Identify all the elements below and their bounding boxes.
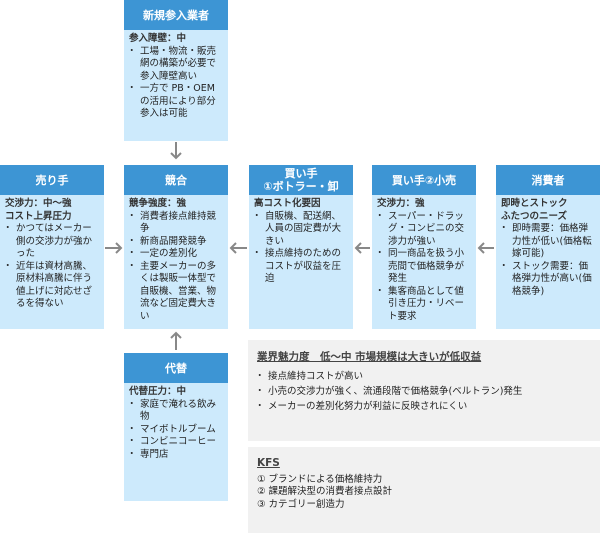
kfs-item: ② 課題解決型の消費者接点設計 [257,486,393,497]
arrow-down [170,142,182,160]
list-item: メーカーの差別化努力が利益に反映されにくい [255,399,591,414]
list-item: 接点維持コストが高い [255,369,591,384]
buyer2-subtitle: 交渉力：強 [377,198,425,209]
substitutes-title: 代替 [124,353,228,383]
list-item: ストック需要：価格弾力性が高い(価格競争) [499,261,595,299]
substitutes-box: 代替 代替圧力：中 家庭で淹れる飲み物マイボトルブームコンビニコーヒー専門店 [124,353,228,501]
arrow-left [354,242,370,254]
consumer-subtitle: 即時とストック ふたつのニーズ [501,198,568,222]
rivalry-title: 競合 [124,165,228,195]
attractiveness-title: 業界魅力度 低～中 市場規模は大きいが低収益 [257,351,482,363]
list-item: 主要メーカーの多くは製販一体型で自販機、営業、物流など固定費大きい [127,261,223,324]
attractiveness-panel: 業界魅力度 低～中 市場規模は大きいが低収益 接点維持コストが高い小売の交渉力が… [248,340,600,441]
list-item: 新商品開発競争 [127,236,223,249]
list-item: マイボトルブーム [127,424,223,437]
list-item: 一定の差別化 [127,248,223,261]
arrow-left [229,242,247,254]
new-entrants-box: 新規参入業者 参入障壁：中 工場・物流・販売網の構築が必要で参入障壁高い一方で … [124,0,228,141]
new-entrants-title: 新規参入業者 [124,0,228,30]
buyer1-title-line2: ①ボトラー・卸 [263,180,339,193]
list-item: 集客商品として値引き圧力・リベート要求 [375,286,471,324]
kfs-panel: KFS ① ブランドによる価格維持力 ② 課題解決型の消費者接点設計 ③ カテゴ… [248,447,600,533]
arrow-right [105,242,123,254]
list-item: 一方で PB・OEMの活用により部分参入は可能 [127,83,223,121]
new-entrants-subtitle: 参入障壁：中 [129,33,187,44]
list-item: スーパー・ドラッグ・コンビニの交渉力が強い [375,211,471,249]
buyer1-title-line1: 買い手 [284,167,318,180]
substitutes-subtitle: 代替圧力：中 [129,386,187,397]
suppliers-title: 売り手 [0,165,104,195]
kfs-title: KFS [257,457,280,469]
rivalry-subtitle: 競争強度：強 [129,198,187,209]
buyer2-box: 買い手②小売 交渉力：強 スーパー・ドラッグ・コンビニの交渉力が強い同一商品を扱… [372,165,476,329]
list-item: 家庭で淹れる飲み物 [127,399,223,424]
list-item: コンビニコーヒー [127,436,223,449]
rivalry-box: 競合 競争強度：強 消費者接点維持競争新商品開発競争一定の差別化主要メーカーの多… [124,165,228,329]
consumer-box: 消費者 即時とストック ふたつのニーズ 即時需要：価格弾力性が低い(価格転嫁可能… [496,165,600,329]
list-item: 近年は資材高騰、原材料高騰に伴う値上げに対応せざるを得ない [3,261,99,311]
kfs-item: ① ブランドによる価格維持力 [257,473,383,485]
list-item: 工場・物流・販売網の構築が必要で参入障壁高い [127,46,223,84]
arrow-up [170,331,182,350]
suppliers-box: 売り手 交渉力：中～強 コスト上昇圧力 かつてはメーカー側の交渉力が強かった近年… [0,165,104,329]
list-item: 即時需要：価格弾力性が低い(価格転嫁可能) [499,223,595,261]
buyer1-subtitle: 高コスト化要因 [254,198,321,209]
list-item: 消費者接点維持競争 [127,211,223,236]
arrow-left [477,242,494,254]
buyer2-title: 買い手②小売 [372,165,476,195]
list-item: 自販機、配送網、人員の固定費が大きい [252,211,348,249]
list-item: 同一商品を扱う小売間で価格競争が発生 [375,248,471,286]
list-item: 専門店 [127,449,223,462]
list-item: かつてはメーカー側の交渉力が強かった [3,223,99,261]
kfs-item: ③ カテゴリー創造力 [257,498,345,510]
list-item: 小売の交渉力が強く、流通段階で価格競争(ベルトラン)発生 [255,384,591,399]
suppliers-subtitle: 交渉力：中～強 コスト上昇圧力 [5,198,72,222]
list-item: 接点維持のためのコストが収益を圧迫 [252,248,348,286]
consumer-title: 消費者 [496,165,600,195]
